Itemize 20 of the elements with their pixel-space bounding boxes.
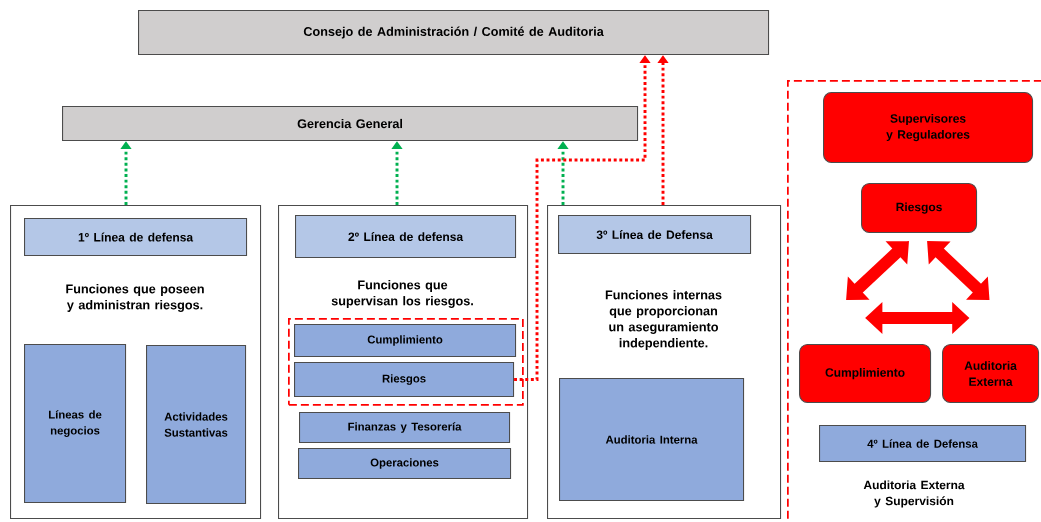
heading-box: 1º Línea de defensa <box>24 218 248 257</box>
dashed-group-box <box>288 318 524 406</box>
rounded-box: Riesgos <box>861 183 978 234</box>
function-box: Auditoria Interna <box>559 378 745 502</box>
function-box: Finanzas y Tesorería <box>299 412 511 444</box>
rounded-box: Supervisores y Reguladores <box>823 92 1034 164</box>
function-box: Riesgos <box>294 362 515 398</box>
function-box: Cumplimiento <box>294 324 517 358</box>
rounded-box: Cumplimiento <box>799 344 932 404</box>
function-box: Actividades Sustantivas <box>146 345 247 505</box>
org-box: Gerencia General <box>62 106 639 142</box>
org-box: Consejo de Administración / Comité de Auditoria <box>138 10 770 56</box>
function-box: 4º Línea de Defensa <box>819 425 1027 463</box>
function-box: Operaciones <box>298 448 512 480</box>
heading-box: 2º Línea de defensa <box>295 215 517 259</box>
block-arrow <box>927 241 990 300</box>
function-box: Líneas de negocios <box>24 344 127 504</box>
rounded-box: Auditoria Externa <box>942 344 1040 404</box>
block-arrow <box>846 241 909 300</box>
heading-box: 3º Línea de Defensa <box>558 215 752 255</box>
